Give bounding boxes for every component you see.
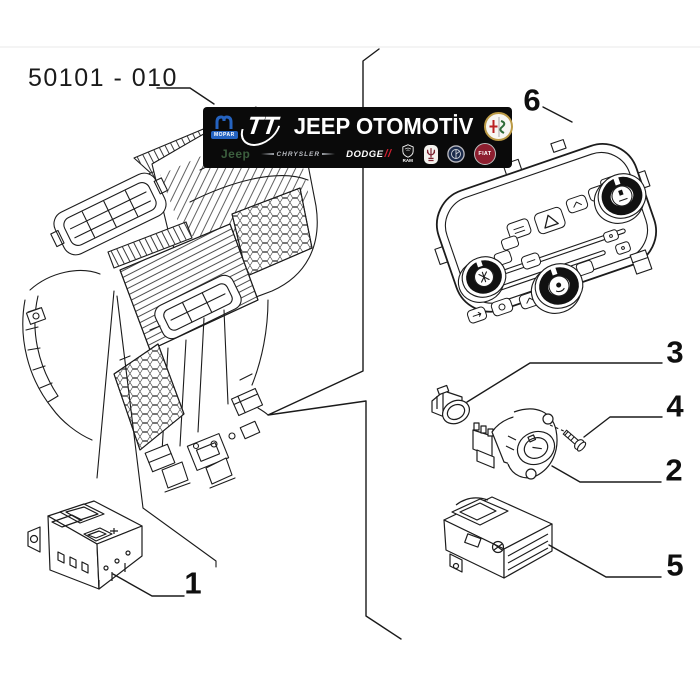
maserati-trident-icon: [426, 147, 435, 161]
mopar-logo: MOPAR: [211, 114, 238, 139]
left-housing: [22, 270, 101, 441]
leader-callout-1: [112, 573, 185, 597]
ram-label: RAM: [402, 158, 413, 164]
module1-part-drawing: [27, 500, 143, 590]
actuator-part-drawing: [472, 408, 558, 480]
dodge-label: DODGE: [346, 148, 384, 160]
leader-callout-4: [583, 416, 663, 438]
leader-callout-6: [542, 106, 573, 123]
leader-lines: [96, 48, 663, 640]
callout-4: 4: [666, 388, 684, 424]
leader-callout-3: [466, 362, 663, 403]
mount-connector: [230, 387, 264, 417]
screw-part-drawing: [549, 424, 587, 452]
banner-title: JEEP OTOMOTİV: [294, 113, 474, 139]
callout-3: 3: [666, 334, 684, 370]
mopar-label: MOPAR: [211, 131, 238, 139]
dodge-logo: DODGE//: [346, 148, 391, 160]
knob-center: [530, 263, 584, 314]
section-divider-line: [267, 48, 402, 640]
projection-line-left: [96, 290, 115, 479]
jeep-logo: Jeep: [221, 147, 251, 161]
lower-brackets: [113, 299, 269, 493]
tt-logo: TT: [243, 112, 286, 141]
callout-2: 2: [665, 452, 683, 488]
chrysler-logo: CHRYSLER: [259, 151, 337, 158]
sensor-part-drawing: [431, 384, 470, 425]
fiat-logo: FIAT: [473, 143, 496, 165]
page-edge-shading: [0, 46, 700, 48]
panel-buttons: [466, 176, 631, 324]
alfa-romeo-emblem-icon: [489, 116, 506, 137]
alfa-romeo-logo: [484, 112, 514, 141]
banner-top-row: MOPAR TT JEEP OTOMOTİV: [209, 110, 514, 143]
leader-part-label: [156, 87, 215, 105]
dealer-banner: MOPAR TT JEEP OTOMOTİV Jeep CHRYSLER DOD…: [203, 107, 514, 168]
blower-drum: [151, 108, 318, 307]
leader-callout-2: [551, 465, 662, 483]
callout-1: 1: [184, 565, 202, 601]
lancia-shield-icon: [447, 145, 465, 163]
knob-left: [457, 256, 507, 303]
lancia-logo: [447, 145, 465, 163]
module5-part-drawing: [443, 496, 553, 579]
climate-control-panel-drawing: [434, 139, 657, 324]
mopar-omega-icon: [215, 115, 233, 129]
banner-logo-row: Jeep CHRYSLER DODGE// RAM FIAT: [209, 143, 506, 166]
callout-5: 5: [666, 547, 684, 583]
part-number-label: 50101 - 010: [28, 64, 178, 92]
knob-right: [593, 173, 647, 224]
hvac-unit-drawing: [22, 106, 318, 493]
maserati-logo: [423, 144, 438, 164]
hazard-button: [534, 206, 566, 235]
distribution-frame: [154, 274, 242, 340]
callout-6: 6: [523, 82, 541, 118]
air-inlet-frame: [50, 172, 169, 256]
ram-shield-icon: [402, 144, 414, 158]
projection-line-right: [116, 295, 217, 568]
leader-callout-5: [548, 544, 662, 578]
ram-logo: RAM: [401, 144, 415, 164]
dodge-slashes-icon: //: [384, 148, 392, 160]
